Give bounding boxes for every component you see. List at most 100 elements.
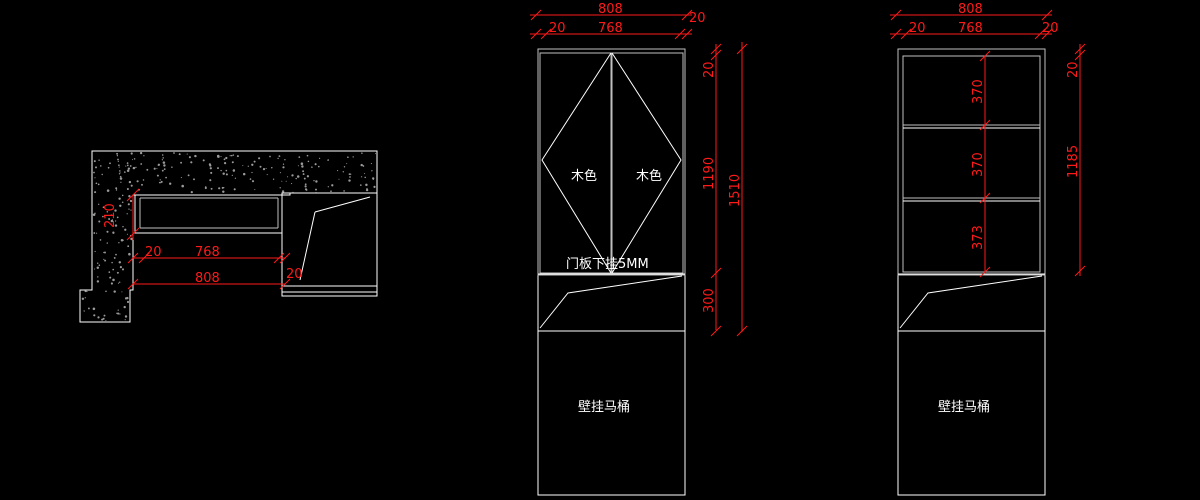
hatch-dot [160,180,163,183]
hatch-dot [360,163,363,167]
hatch-dot [348,179,351,182]
plan-dim-side-right: 20 [286,267,303,282]
hatch-dot [119,175,122,178]
plan-dim-side-left: 20 [145,245,162,260]
plan-dim-tick [138,252,150,264]
hatch-dot [375,153,377,155]
front-dim-top-left: 20 [549,21,566,36]
inner-dim-top-inner: 768 [958,21,983,36]
front-dim-top-total: 808 [598,2,623,17]
hatch-dot [292,191,294,193]
plan-dim-tick [127,278,139,290]
hatch-dot [133,158,136,160]
hatch-dot [126,233,128,235]
inner-dim-tick [979,119,991,131]
hatch-dot [116,271,119,274]
hatch-dot [303,177,306,180]
plan-cistern-line [299,211,316,281]
hatch-dot [118,166,120,168]
front-dim-tick [540,28,552,40]
inner-dim-top-left: 20 [909,21,926,36]
hatch-dot [118,173,121,175]
hatch-dot [306,175,310,178]
hatch-dot [126,162,129,164]
front-dim-top-right: 20 [689,11,706,26]
hatch-dot [126,300,130,304]
hatch-dot [126,187,129,191]
hatch-dot [156,174,159,177]
hatch-dot [128,208,130,210]
hatch-dot [300,162,304,165]
hatch-dot [95,166,97,169]
plan-dim-tick [127,252,139,264]
inner-dim-shelf-1: 370 [971,79,986,104]
hatch-dot [242,172,246,176]
hatch-dot [259,165,262,168]
front-dim-tick [710,43,722,55]
hatch-dot [262,167,266,171]
hatch-dot [98,264,101,266]
hatch-dot [359,184,362,186]
hatch-dot [180,177,182,179]
hatch-dot [119,177,123,180]
inner-dim-tick [890,28,902,40]
hatch-dot [95,182,98,185]
hatch-dot [136,180,139,183]
hatch-dot [127,203,130,206]
hatch-dot [233,188,236,191]
front-dim-tick [530,28,542,40]
hatch-dot [365,183,368,187]
hatch-dot [272,178,275,180]
hatch-dot [171,166,173,168]
hatch-dot [124,297,128,300]
hatch-dot [143,155,145,157]
hatch-dot [100,165,102,167]
hatch-dot [93,171,95,174]
hatch-dot [221,186,224,189]
hatch-dot [317,165,320,168]
hatch-dot [304,183,307,186]
inner-dim-tick [1074,265,1086,277]
hatch-dot [117,158,119,161]
hatch-dot [190,161,193,164]
hatch-dot [126,164,129,167]
hatch-dot [112,278,115,282]
hatch-dot [132,159,133,161]
hatch-dot [327,159,329,161]
hatch-dot [161,159,164,161]
inner-dim-tick [979,192,991,204]
hatch-dot [209,167,212,170]
hatch-dot [129,165,132,167]
hatch-dot [187,174,190,177]
hatch-dot [139,151,143,155]
hatch-dot [124,319,126,321]
hatch-dot [140,163,143,165]
hatch-dot [362,165,365,167]
hatch-dot [349,176,351,178]
hatch-dot [282,166,285,169]
hatch-dot [119,170,121,172]
hatch-dot [291,183,293,185]
hatch-dot [158,181,161,184]
hatch-dot [223,187,225,189]
plan-dim-tick [126,188,140,202]
hatch-dot [165,176,167,179]
hatch-dot [106,230,109,233]
hatch-dot [373,185,376,188]
hatch-dot [186,153,188,155]
plan-cabinet-top [134,194,283,234]
hatch-dot [121,291,123,293]
hatch-dot [313,180,315,182]
front-upper-frame [537,48,686,276]
front-dim-tick [674,28,686,40]
hatch-dot [110,219,114,223]
hatch-dot [119,172,121,174]
front-door-left [539,52,612,274]
hatch-dot [315,188,317,191]
hatch-dot [204,186,207,190]
front-dim-tick [736,325,748,337]
hatch-dot [117,309,119,311]
hatch-dot [181,184,184,188]
hatch-dot [114,209,117,212]
hatch-dot [173,152,175,154]
